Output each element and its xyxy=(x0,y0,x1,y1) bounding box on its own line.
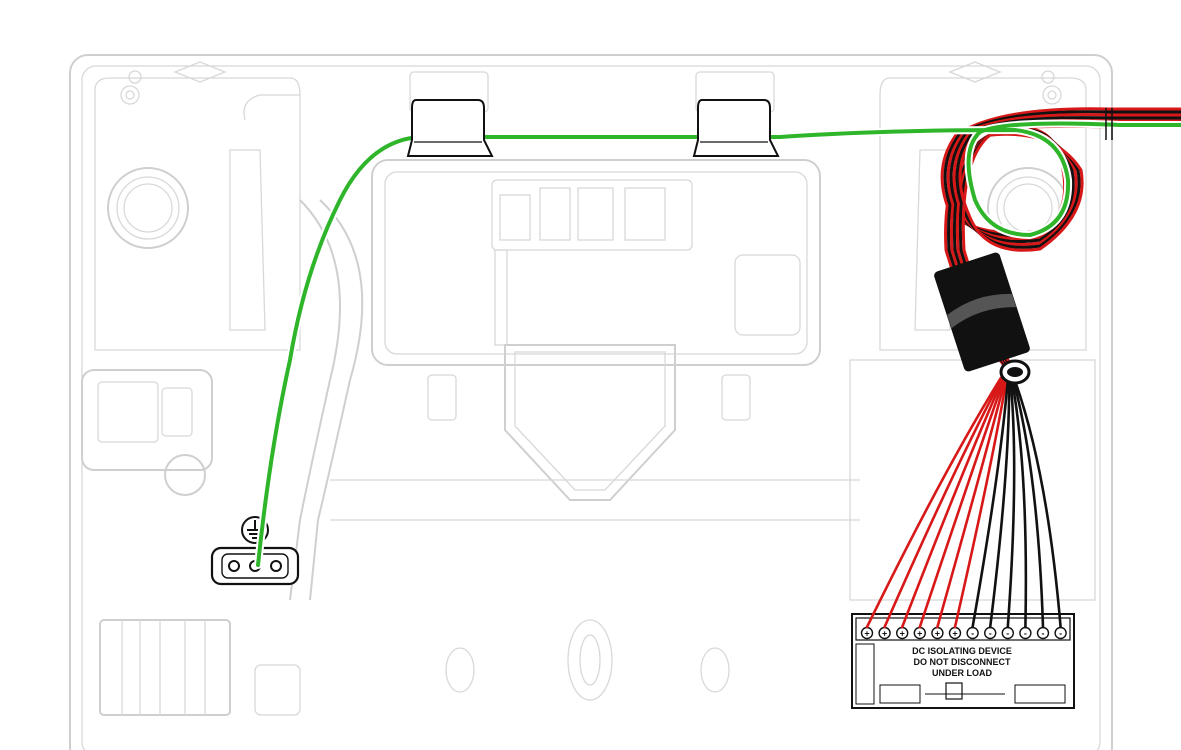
ac-terminal-block xyxy=(99,619,231,716)
positive-string-wire xyxy=(936,376,1007,629)
isolator-terminal-sign: + xyxy=(917,629,922,639)
dc-isolator: + + + + + + - - - - - - DC ISOLATING DEVICE DO NOT … xyxy=(851,613,1075,709)
cable-clip-right xyxy=(692,99,780,157)
earth-wire xyxy=(254,119,1181,569)
comms-connector xyxy=(81,369,213,496)
isolator-terminal-sign: - xyxy=(1042,629,1045,639)
dc-bundle-wire xyxy=(949,116,1181,374)
dc-bundle-wire xyxy=(952,119,1181,374)
isolator-terminal-sign: - xyxy=(1059,629,1062,639)
isolator-terminal-sign: - xyxy=(1024,629,1027,639)
positive-string-wire xyxy=(883,376,1004,629)
isolator-terminal-sign: + xyxy=(900,629,905,639)
isolator-terminal-sign: + xyxy=(882,629,887,639)
enclosure-outline xyxy=(69,54,1113,750)
positive-string-wire xyxy=(865,376,1003,629)
isolator-terminal-sign: - xyxy=(971,629,974,639)
ferrite-core xyxy=(934,252,1030,372)
cable-clip-left xyxy=(406,99,494,157)
dc-isolator-label-line1: DC ISOLATING DEVICE xyxy=(912,646,1012,656)
isolator-terminal-sign: - xyxy=(1006,629,1009,639)
negative-string-wire xyxy=(1012,376,1062,629)
negative-string-wire xyxy=(1010,376,1028,629)
heatsink-grille xyxy=(504,344,676,501)
isolator-terminal-sign: - xyxy=(989,629,992,639)
positive-string-wire xyxy=(918,376,1006,629)
negative-string-wire xyxy=(1011,376,1045,629)
dc-bundle-wire xyxy=(955,121,1181,374)
mounting-keyhole-left xyxy=(120,70,142,105)
positive-string-wire xyxy=(953,376,1009,629)
cable-tie xyxy=(999,359,1031,385)
negative-string-wire xyxy=(1006,376,1016,629)
cable-gland-left xyxy=(107,167,189,249)
isolator-terminal-sign: + xyxy=(952,629,957,639)
dc-string-wires xyxy=(865,107,1181,629)
cable-exit-marks xyxy=(1105,108,1113,140)
main-electronics-housing xyxy=(371,159,821,366)
negative-string-wire xyxy=(971,376,1010,629)
negative-string-wire xyxy=(988,376,1011,629)
lower-ports xyxy=(445,619,730,701)
isolator-terminal-sign: + xyxy=(864,629,869,639)
dc-isolator-label-line2: DO NOT DISCONNECT xyxy=(913,657,1011,667)
positive-string-wire xyxy=(900,376,1005,629)
dc-isolator-label-line3: UNDER LOAD xyxy=(932,668,992,678)
mounting-keyhole-right xyxy=(1041,70,1062,105)
isolator-terminal-sign: + xyxy=(935,629,940,639)
